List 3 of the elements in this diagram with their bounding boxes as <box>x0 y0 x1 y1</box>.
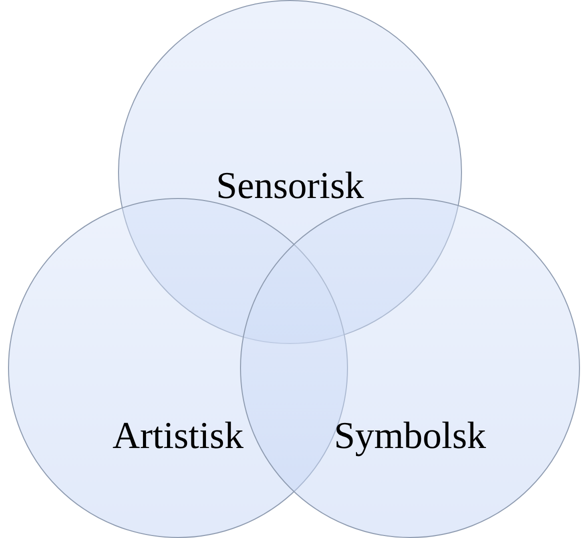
circle-label: Artistisk <box>112 416 244 458</box>
circle-label: Symbolsk <box>332 416 488 458</box>
circle-label: Sensorisk <box>215 166 365 208</box>
